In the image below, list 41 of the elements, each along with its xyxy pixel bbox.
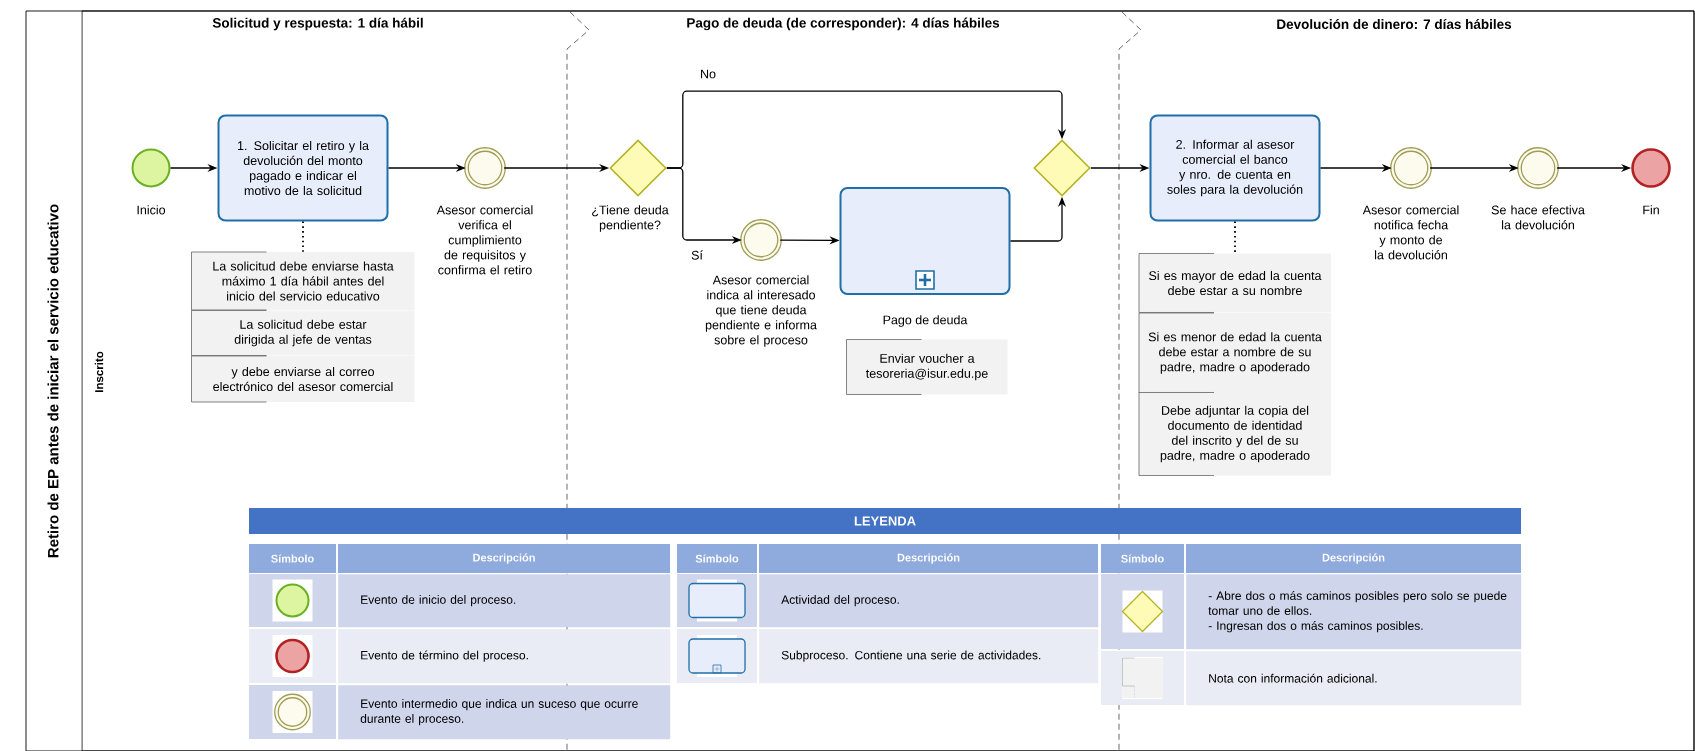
table-header: Descripción	[759, 544, 1098, 573]
event-label: Se hace efectiva la devolución	[1491, 205, 1585, 230]
annotation-note: y debe enviarse al correo electrónico del asesor comercial	[191, 355, 415, 403]
edge-label: No	[701, 69, 716, 79]
table-header: Símbolo	[1101, 544, 1184, 573]
table-cell: Evento de término del proceso.	[338, 629, 671, 684]
annotation-note: Enviar voucher a tesoreria@isur.edu.pe	[846, 339, 1008, 395]
legend-title-bar: LEYENDA	[249, 508, 1521, 534]
table-header: Símbolo	[677, 544, 757, 573]
annotation-note: La solicitud debe enviarse hasta máximo 1 día hábil antes del inicio del servicio educativo	[191, 251, 415, 311]
phase-heading: Devolución de dinero: 7 días hábiles	[1277, 19, 1512, 29]
event-label: Fin	[1643, 205, 1659, 215]
table-header: Descripción	[338, 544, 670, 573]
event-label: ¿Tiene deuda pendiente?	[592, 205, 669, 232]
table-cell: - Abre dos o más caminos posibles pero solo se puede tomar uno de ellos. - Ingresan dos o más caminos posibles.	[1186, 574, 1522, 650]
annotation-note: Si es menor de edad la cuenta debe estar a nombre de su padre, madre o apoderado	[1138, 312, 1331, 394]
pool-title: Retiro de EP antes de iniciar el servicio educativo	[47, 204, 59, 558]
table-header: Símbolo	[249, 544, 336, 573]
edge-label: Sí	[691, 250, 703, 260]
table-cell: Actividad del proceso.	[759, 574, 1099, 628]
table-cell: Evento intermedio que indica un suceso que ocurre durante el proceso.	[338, 685, 671, 740]
phase-heading: Pago de deuda (de corresponder): 4 días hábiles	[687, 17, 1000, 31]
task-box: 2. Informar al asesor comercial el banco y nro. de cuenta en soles para la devolución	[1149, 114, 1321, 222]
annotation-note: Si es mayor de edad la cuenta debe estar a su nombre	[1138, 253, 1331, 313]
event-label: Asesor comercial notifica fecha y monto de la devolución	[1362, 205, 1459, 260]
table-header: Descripción	[1186, 544, 1521, 573]
task-box: 1. Solicitar el retiro y la devolución del monto pagado e indicar el motivo de la solicitud	[217, 114, 389, 222]
event-label: Asesor comercial verifica el cumplimiento de requisitos y confirma el retiro	[436, 205, 533, 275]
gateway-diamond	[1033, 139, 1091, 197]
association-line	[302, 220, 304, 253]
event-label: Inicio	[137, 205, 166, 215]
annotation-note: Debe adjuntar la copia del documento de identidad del inscrito y del de su padre, madre o apoderado	[1138, 392, 1331, 476]
table-cell: Nota con información adicional.	[1186, 651, 1522, 706]
lane-title: Inscrito	[94, 351, 104, 392]
association-line	[1234, 220, 1236, 255]
event-label: Asesor comercial indica al interesado que tiene deuda pendiente e informa sobre el proceso	[705, 275, 817, 347]
subprocess-label: Pago de deuda	[883, 315, 968, 327]
phase-heading: Solicitud y respuesta: 1 día hábil	[212, 17, 423, 31]
table-cell: Subproceso. Contiene una serie de actividades.	[759, 629, 1099, 684]
annotation-note: La solicitud debe estar dirigida al jefe de ventas	[191, 310, 415, 356]
table-cell: Evento de inicio del proceso.	[338, 574, 671, 628]
